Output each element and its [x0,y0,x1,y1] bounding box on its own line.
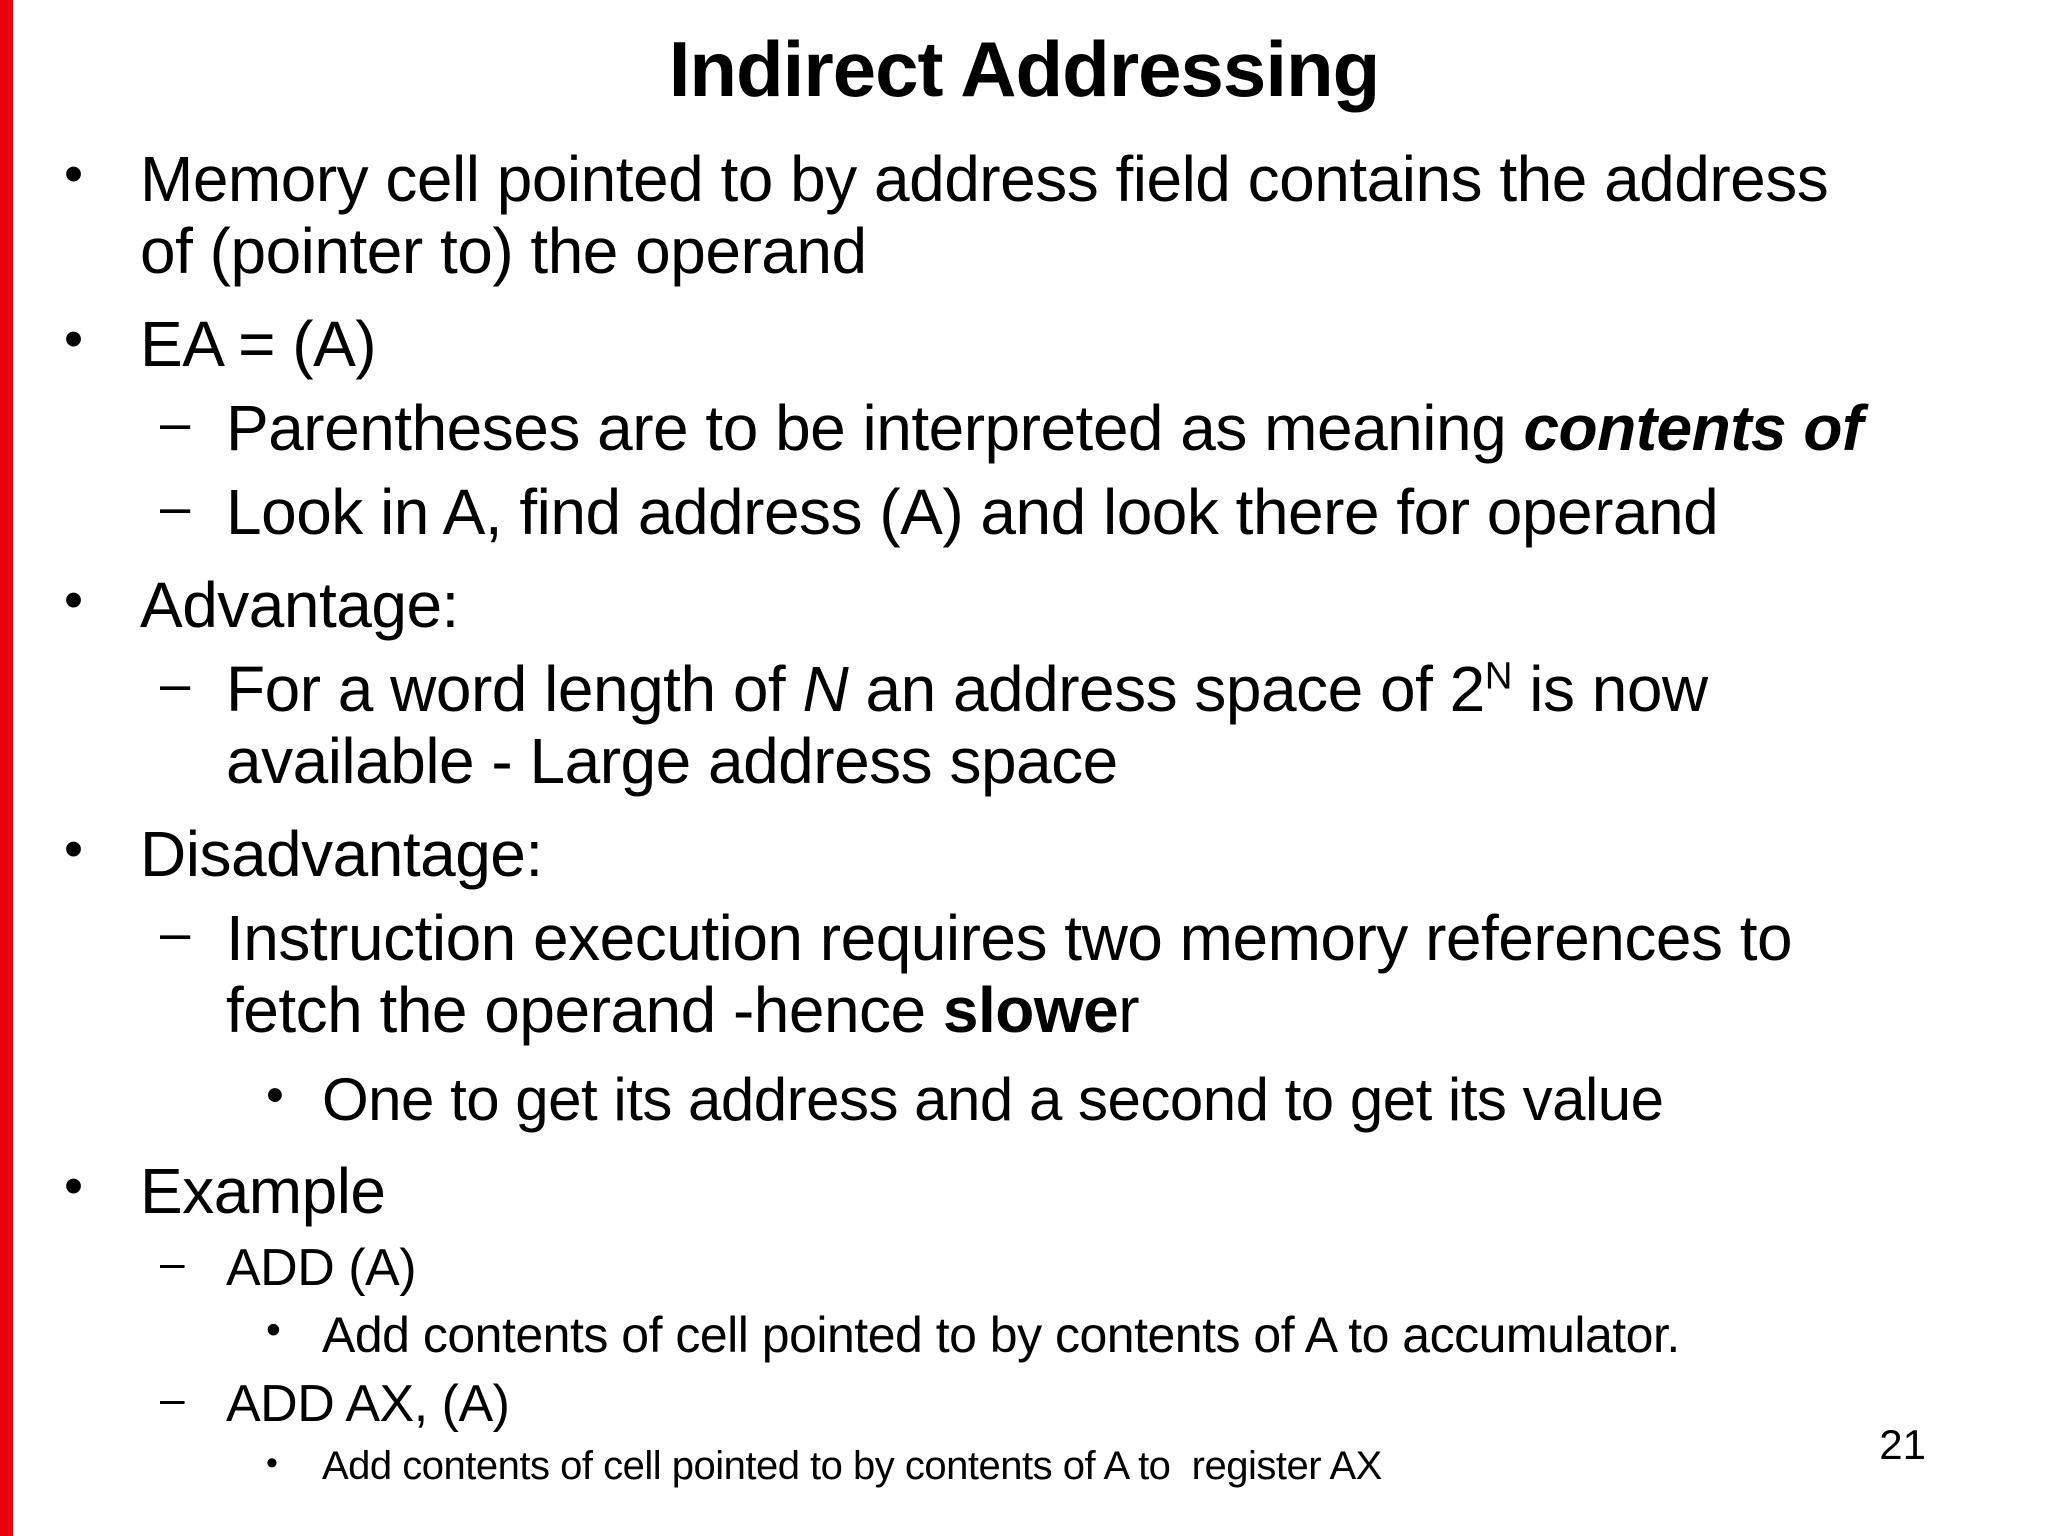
text-segment: Add contents of cell pointed to by conte… [322,1307,1680,1364]
text-segment: r [1118,973,1140,1046]
bullet-dot-marker: • [64,143,83,204]
sub-bullet-dot-marker: • [266,1066,284,1124]
bullet-dot-marker: • [64,569,83,631]
text-segment: an address space of 2 [848,653,1485,726]
bullet-item: • Memory cell pointed to by address fiel… [0,143,2018,287]
text-segment: EA = (A) [140,308,377,381]
sub-bullet-dot-marker: • [266,1307,281,1355]
bullet-item: • Disadvantage: [0,819,2018,891]
text-segment: Memory cell pointed to by address field … [140,143,1829,215]
bullet-item: • Add contents of cell pointed to by con… [0,1307,2018,1363]
dash-marker: – [160,475,190,537]
text-segment: For a word length of [226,653,803,726]
text-segment-bold: slowe [942,973,1119,1046]
dash-marker: – [160,1375,185,1425]
slide-body: • Memory cell pointed to by address fiel… [0,143,2048,1489]
bullet-item: • Example [0,1154,2018,1228]
slide-title: Indirect Addressing [668,25,1381,113]
text-segment: of (pointer to) the operand [140,214,867,287]
text-segment: Look in A, find address (A) and look the… [226,475,1719,548]
sub-bullet-dot-marker: • [266,1443,278,1482]
text-segment: ADD (A) [226,1239,417,1298]
text-segment: Example [140,1154,386,1227]
text-segment: is now [1511,653,1708,726]
accent-bar [0,0,13,1536]
text-segment: Instruction execution requires two memor… [226,902,1793,975]
dash-marker: – [160,392,190,454]
text-segment: Parentheses are to be interpreted as mea… [226,392,1524,465]
bullet-item: – For a word length of N an address spac… [0,653,2018,797]
text-segment-italic: N [802,653,849,726]
bullet-item: • One to get its address and a second to… [0,1066,2018,1133]
bullet-item: • Add contents of cell pointed to by con… [0,1444,2018,1489]
bullet-item: • EA = (A) [0,309,2018,381]
text-segment: Advantage: [140,569,459,642]
bullet-item: – ADD (A) [0,1239,2018,1297]
text-segment: available - Large address space [226,724,1118,797]
bullet-item: – Look in A, find address (A) and look t… [0,475,2018,549]
page-number: 21 [1879,1421,1926,1468]
bullet-dot-marker: • [64,1154,83,1216]
text-segment: ADD AX, (A) [226,1375,510,1434]
dash-marker: – [160,1239,185,1289]
bullet-dot-marker: • [64,818,83,880]
text-segment: One to get its address and a second to g… [322,1066,1664,1134]
bullet-item: • Advantage: [0,570,2018,642]
text-segment: Disadvantage: [140,818,543,891]
text-segment: fetch the operand -hence [226,973,943,1046]
bullet-item: – Parentheses are to be interpreted as m… [0,392,2018,465]
bullet-item: – ADD AX, (A) [0,1375,2018,1433]
text-segment-bold-italic: contents of [1523,392,1863,465]
text-segment: Add contents of cell pointed to by conte… [322,1443,1382,1488]
text-segment-superscript: N [1484,654,1513,698]
dash-marker: – [160,653,190,715]
bullet-dot-marker: • [64,308,83,370]
bullet-item: – Instruction execution requires two mem… [0,902,2018,1046]
dash-marker: – [160,902,190,964]
